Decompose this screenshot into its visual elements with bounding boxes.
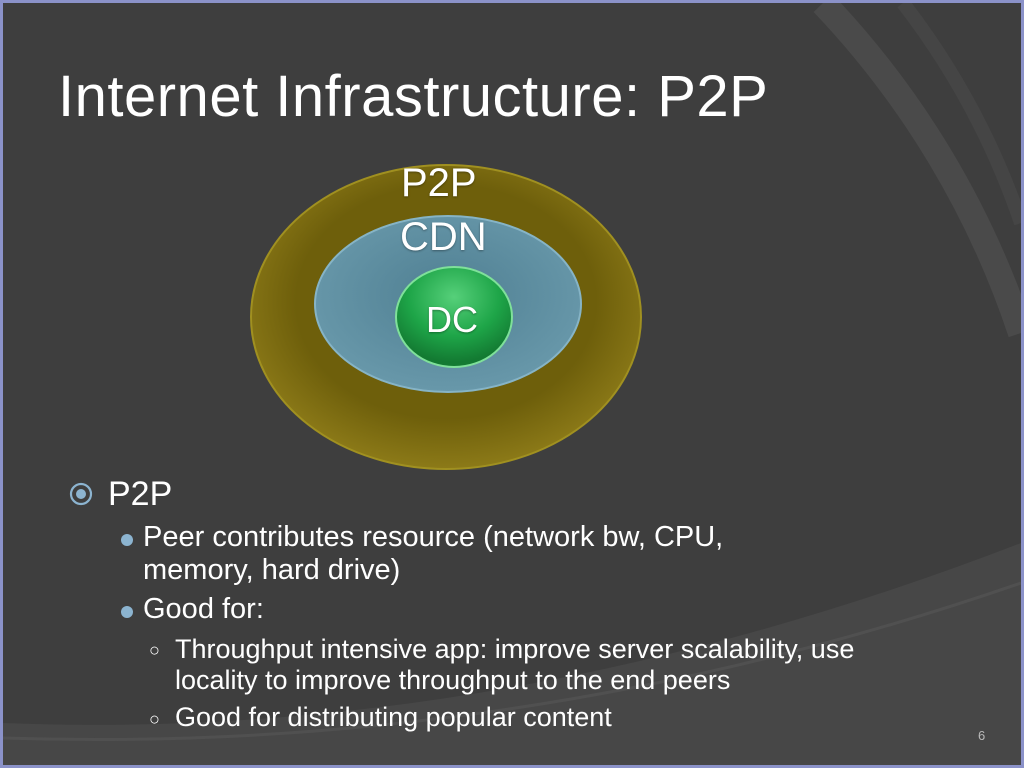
slide: Internet Infrastructure: P2P P2P CDN DC (3, 3, 1021, 765)
level1-item-p2p: P2P (108, 475, 173, 513)
p2p-ring-label: P2P (401, 161, 477, 205)
text-line: Peer contributes resource (network bw, C… (143, 521, 724, 553)
level2-item-peer-contributes: Peer contributes resource (network bw, C… (143, 521, 863, 587)
nested-circles-diagram (250, 164, 642, 470)
text-line: Throughput intensive app: improve server… (175, 634, 855, 664)
dc-inner-circle (395, 266, 513, 368)
level3-item-throughput: Throughput intensive app: improve server… (175, 634, 975, 696)
hollow-circle-bullet-icon: ○ (149, 709, 160, 729)
square-bullet-icon (121, 606, 133, 618)
slide-title: Internet Infrastructure: P2P (58, 64, 769, 129)
text-line: memory, hard drive) (143, 554, 401, 586)
text-line: Good for: (143, 593, 264, 625)
square-bullet-icon (121, 534, 133, 546)
hollow-circle-bullet-icon: ○ (149, 640, 160, 660)
dc-circle-label: DC (426, 299, 478, 340)
text-line: locality to improve throughput to the en… (175, 665, 731, 695)
level3-item-popular-content: Good for distributing popular content (175, 702, 975, 733)
background-arcs (3, 3, 1021, 765)
cdn-ring-label: CDN (400, 215, 487, 259)
circle-bullet-icon (69, 482, 93, 506)
text-line: Good for distributing popular content (175, 702, 612, 732)
page-number: 6 (978, 728, 986, 743)
level2-item-good-for: Good for: (143, 593, 863, 626)
bullet-list: P2P Peer contributes resource (network b… (3, 3, 1021, 765)
